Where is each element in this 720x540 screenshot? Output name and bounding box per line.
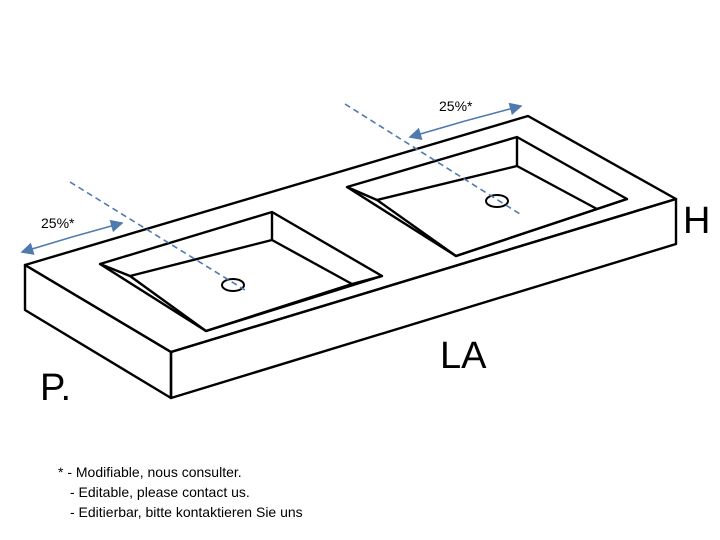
left-basin-edge (99, 262, 131, 278)
left-offset-arrow (71, 219, 124, 238)
footnote-french: * - Modifiable, nous consulter. (58, 464, 242, 480)
center-lines (69, 103, 521, 291)
right-basin-edge (596, 197, 628, 211)
left-drain-icon (221, 278, 245, 292)
right-basin-bottom (375, 164, 599, 258)
footnotes: * - Modifiable, nous consulter. - Editab… (58, 462, 303, 522)
footnote-german: - Editierbar, bitte kontaktieren Sie uns (70, 504, 303, 520)
countertop-right-face (169, 197, 678, 400)
right-offset-arrow (464, 102, 523, 122)
left-basin (98, 210, 384, 333)
right-offset-arrow (408, 120, 466, 141)
left-basin-edge (351, 274, 383, 286)
length-label: LA (440, 335, 487, 377)
left-basin-bottom (128, 238, 354, 333)
footnote-english: - Editable, please contact us. (70, 484, 250, 500)
left-offset-arrow (20, 236, 73, 255)
left-center-line (69, 181, 246, 291)
right-offset-label: 25%* (439, 98, 473, 114)
depth-label: P. (40, 367, 71, 409)
countertop-slab (23, 114, 678, 400)
countertop-top-face (23, 114, 678, 354)
right-basin (345, 135, 629, 258)
right-drain-icon (485, 194, 509, 208)
left-offset-label: 25%* (41, 215, 75, 231)
right-basin-edge (346, 185, 378, 202)
right-center-line (344, 103, 521, 215)
dimension-arrows (20, 102, 523, 255)
height-label: H (683, 200, 710, 242)
